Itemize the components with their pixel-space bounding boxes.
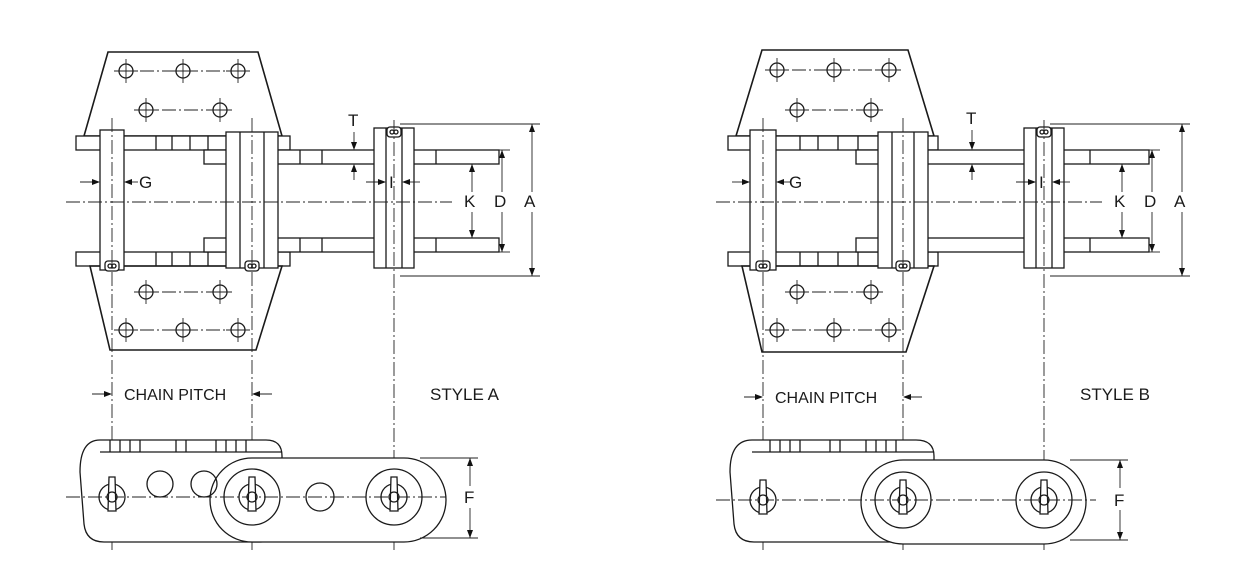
dim-d-label: D — [494, 192, 506, 211]
chain-pitch-label: CHAIN PITCH — [775, 390, 877, 407]
dim-t-label: T — [966, 109, 976, 128]
dim-d-label: D — [1144, 192, 1156, 211]
dim-a-label: A — [1174, 192, 1186, 211]
style-a-drawing: G T I K D A F CHAIN PITCH STYLE A — [66, 51, 540, 550]
dim-g-label: G — [139, 173, 152, 192]
dim-i-label: I — [1039, 173, 1044, 192]
dim-t-label: T — [348, 111, 358, 130]
style-title: STYLE B — [1080, 385, 1150, 404]
dim-k-label: K — [464, 192, 476, 211]
style-b-drawing: G T I K D A F CHAIN PITCH STYLE B — [716, 49, 1190, 550]
style-title: STYLE A — [430, 385, 500, 404]
dim-k-label: K — [1114, 192, 1126, 211]
dim-g-label: G — [789, 173, 802, 192]
chain-pitch-label: CHAIN PITCH — [124, 387, 226, 404]
dim-f-label: F — [464, 488, 474, 507]
dim-a-label: A — [524, 192, 536, 211]
dim-f-label: F — [1114, 491, 1124, 510]
dim-i-label: I — [389, 173, 394, 192]
